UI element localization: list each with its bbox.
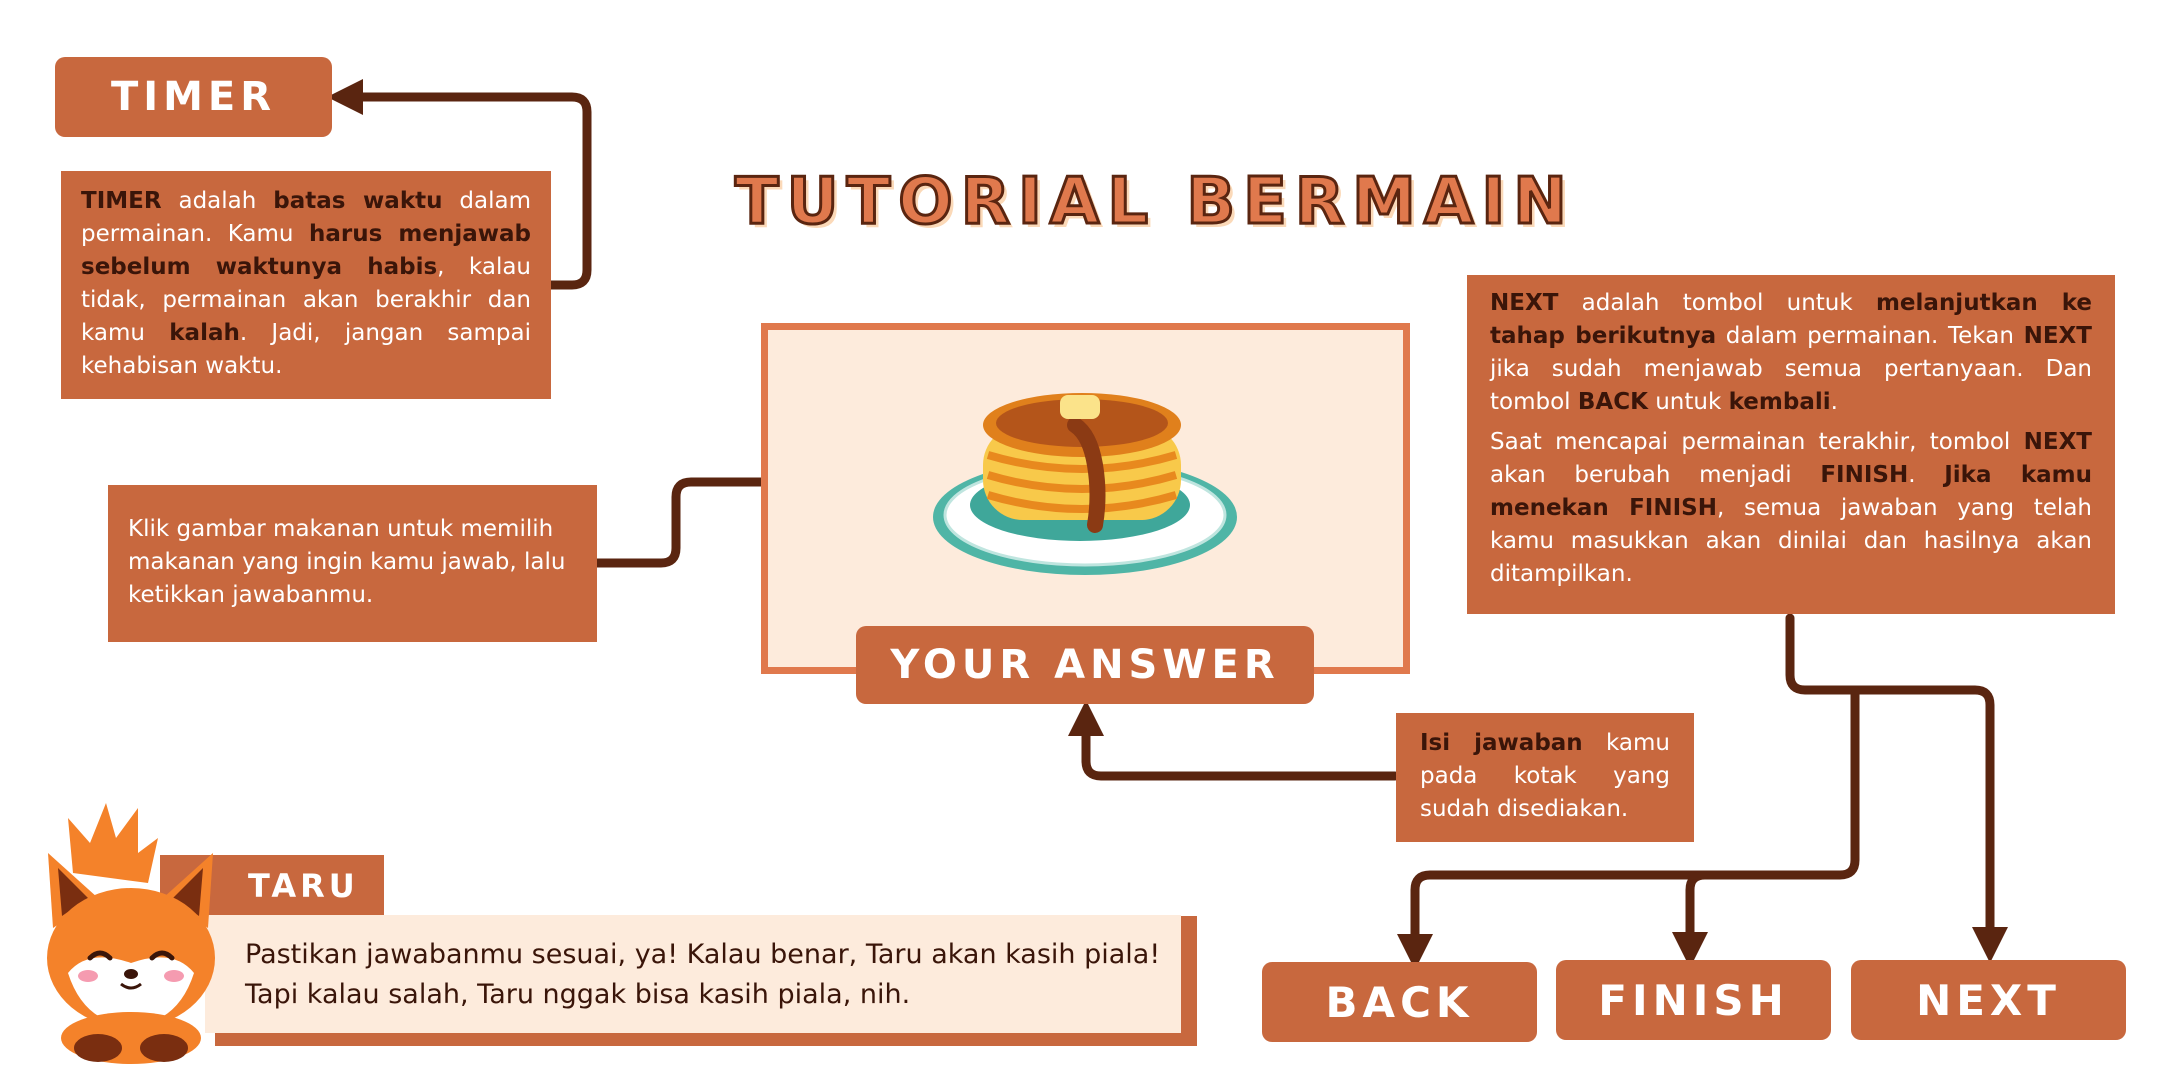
next-info-text: untuk xyxy=(1647,389,1729,415)
next-info-bold: Jika kamu menekan FINISH xyxy=(1490,462,2092,521)
finish-term: FINISH xyxy=(1820,462,1909,488)
answer-hint-text: kamu pada kotak yang sudah disediakan. xyxy=(1420,730,1670,822)
timer-bold: harus menjawab sebelum waktunya habis xyxy=(81,221,531,280)
next-info-bold: kembali xyxy=(1728,389,1831,415)
your-answer-button[interactable]: YOUR ANSWER xyxy=(856,626,1314,704)
timer-arrow xyxy=(327,79,592,290)
next-info-text: adalah tombol untuk xyxy=(1558,290,1876,316)
next-button[interactable]: NEXT xyxy=(1851,960,2126,1040)
branch-finish xyxy=(1672,870,1710,968)
next-info-text: . xyxy=(1908,462,1945,488)
next-info-text: , semua jawaban yang telah kamu masukkan… xyxy=(1490,495,2092,587)
next-term: NEXT xyxy=(1490,290,1559,316)
back-button[interactable]: BACK xyxy=(1262,962,1537,1042)
fox-mascot-icon xyxy=(47,803,215,1064)
answer-arrow xyxy=(1068,700,1400,781)
branch-finish-back xyxy=(1397,685,1860,970)
next-info-text: dalam permainan. Tekan xyxy=(1716,323,2024,349)
answer-hint: Isi jawaban kamu pada kotak yang sudah d… xyxy=(1396,713,1694,842)
timer-description: TIMER adalah batas waktu dalam permainan… xyxy=(61,171,551,399)
timer-bold: batas waktu xyxy=(273,188,443,214)
timer-text: . Jadi, jangan sampai kehabisan waktu. xyxy=(81,320,531,379)
next-info-text: . xyxy=(1830,389,1838,415)
next-info-trunk xyxy=(1785,613,2008,963)
next-info-text: akan berubah menjadi xyxy=(1490,462,1821,488)
food-hint: Klik gambar makanan untuk memilih makana… xyxy=(108,485,597,642)
page-title: TUTORIAL BERMAIN xyxy=(734,164,1575,241)
timer-text: adalah xyxy=(161,188,274,214)
next-info-text: Saat mencapai permainan terakhir, tombol xyxy=(1490,429,2024,455)
pancake-icon[interactable] xyxy=(930,385,1250,585)
timer-button[interactable]: TIMER xyxy=(55,57,332,137)
next-term: NEXT xyxy=(2023,429,2092,455)
mascot-name-tag: TARU xyxy=(160,855,384,917)
finish-button[interactable]: FINISH xyxy=(1556,960,1831,1040)
mascot-message: Pastikan jawabanmu sesuai, ya! Kalau ben… xyxy=(245,939,1161,1010)
next-term: NEXT xyxy=(2023,323,2092,349)
timer-text: , kalau tidak, permainan akan berakhir d… xyxy=(81,254,532,346)
mascot-speech-box: Pastikan jawabanmu sesuai, ya! Kalau ben… xyxy=(205,915,1181,1033)
timer-text: dalam permainan. Kamu xyxy=(81,188,531,247)
answer-hint-bold: Isi jawaban xyxy=(1420,730,1583,756)
food-hint-text: Klik gambar makanan untuk memilih makana… xyxy=(128,516,566,608)
next-info-text: jika sudah menjawab semua pertanyaan. Da… xyxy=(1490,356,2092,415)
timer-term: TIMER xyxy=(81,188,162,214)
next-info-bold: melanjutkan ke tahap berikutnya xyxy=(1490,290,2093,349)
food-arrow xyxy=(592,464,938,568)
back-term: BACK xyxy=(1577,389,1648,415)
next-info-panel: NEXT adalah tombol untuk melanjutkan ke … xyxy=(1467,275,2115,614)
timer-bold: kalah xyxy=(169,320,240,346)
